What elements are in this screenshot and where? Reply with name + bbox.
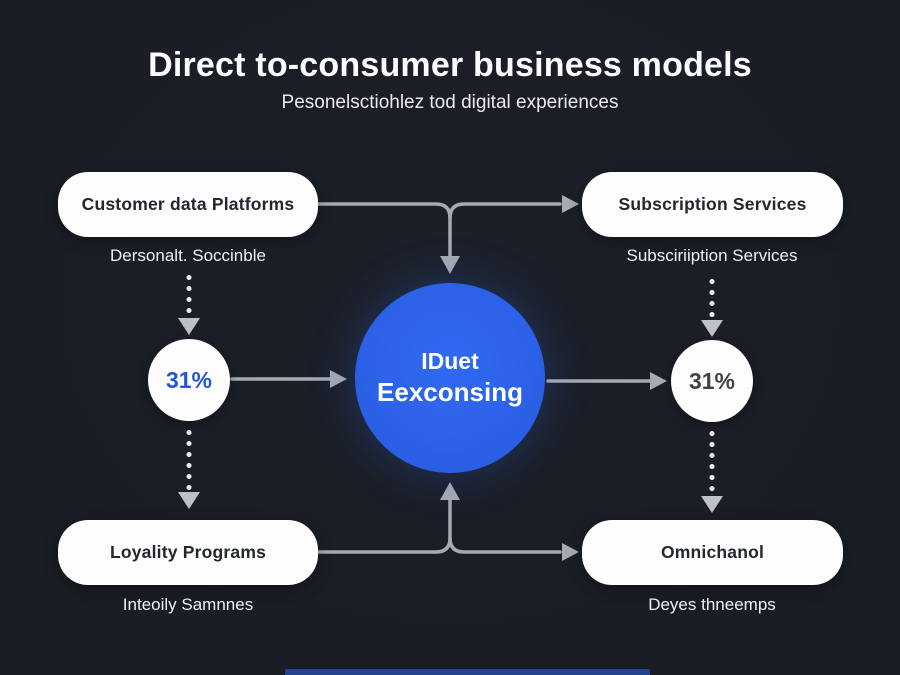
dotted-arrowhead-leftstat-top — [178, 318, 200, 335]
dotted-arrowhead-bottomright-top — [701, 496, 723, 513]
dotted-arrowhead-rightstat-top — [701, 320, 723, 337]
arrowhead-right-rightstat — [650, 372, 667, 390]
dotted-arrowhead-bottomleft-top — [178, 492, 200, 509]
caption-omnichannel: Deyes thneemps — [648, 595, 776, 614]
connector-bottomleft-to-bottomright — [448, 536, 562, 554]
stat-circle-right: 31% — [671, 340, 753, 422]
caption-customer-data-platforms: Dersonalt. Soccinble — [110, 246, 266, 265]
dotted-line-topright-to-rightstat — [709, 276, 715, 320]
center-node-line1: IDuet — [421, 348, 479, 375]
node-subscription-services: Subscription Services — [582, 172, 843, 237]
caption-loyalty-programs: Inteoily Samnnes — [122, 595, 254, 614]
page-title: Direct to-consumer business models — [148, 46, 752, 84]
arrowhead-up-center-bottom — [440, 482, 460, 500]
arrowhead-right-center-left — [330, 370, 347, 388]
node-omnichannel: Omnichanol — [582, 520, 843, 585]
center-node-line2: Eexconsing — [377, 377, 523, 408]
arrowhead-down-center-top — [440, 256, 460, 274]
stat-circle-left: 31% — [148, 339, 230, 421]
caption-subscription-services: Subsciriiption Services — [626, 246, 798, 265]
dotted-line-leftstat-to-bottomleft — [186, 427, 192, 492]
node-loyalty-programs: Loyality Programs — [58, 520, 318, 585]
node-label: Omnichanol — [660, 542, 765, 562]
stat-value-right: 31% — [688, 367, 736, 394]
stat-value-left: 31% — [165, 366, 213, 393]
page-subtitle: Pesonelsctiohlez tod digital experiences — [281, 92, 619, 113]
arrowhead-right-bottomright — [562, 543, 579, 561]
connector-bottomleft-to-center — [316, 498, 452, 554]
node-customer-data-platforms: Customer data Platforms — [58, 172, 318, 237]
arrowhead-right-topright — [562, 195, 579, 213]
bottom-accent-bar — [285, 669, 650, 675]
node-label: Subscription Services — [618, 194, 807, 214]
center-node: IDuet Eexconsing — [355, 283, 545, 473]
dotted-line-topleft-to-leftstat — [186, 272, 192, 318]
dotted-line-rightstat-to-bottomright — [709, 428, 715, 496]
node-label: Loyality Programs — [109, 542, 267, 562]
connector-topleft-to-topright — [448, 202, 562, 220]
node-label: Customer data Platforms — [81, 194, 295, 214]
